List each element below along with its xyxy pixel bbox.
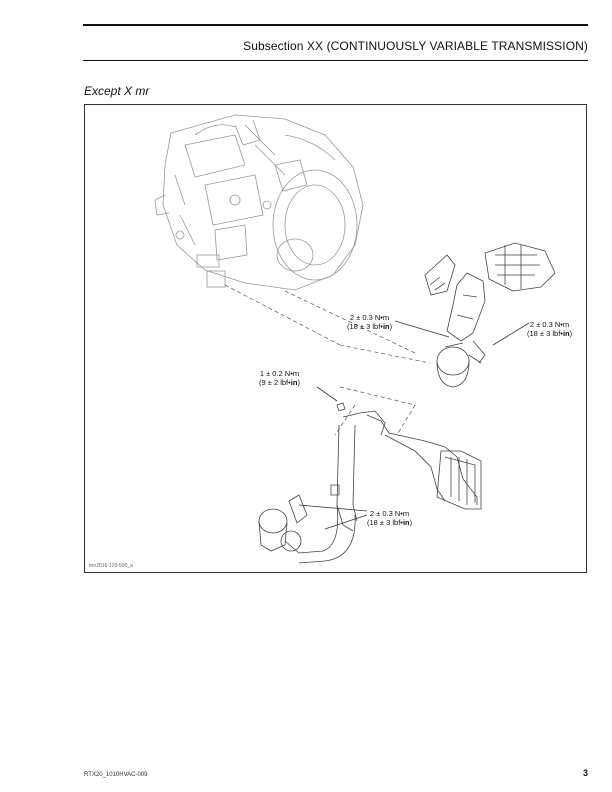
header-rule-top [83, 24, 588, 26]
page-header-title: Subsection XX (CONTINUOUSLY VARIABLE TRA… [243, 39, 588, 53]
torque-spec-upper-left: 2 ± 0.3 N•m (18 ± 3 lbf•in) [347, 313, 393, 331]
torque-spec-middle: 1 ± 0.2 N•m (9 ± 2 lbf•in) [259, 369, 300, 387]
page-number: 3 [582, 768, 588, 778]
figure-frame: 2 ± 0.3 N•m (18 ± 3 lbf•in) 2 ± 0.3 N•m … [84, 104, 587, 573]
header-rule-bottom [83, 60, 588, 61]
cvt-air-duct-exploded-illustration [154, 114, 556, 564]
torque-spec-lower: 2 ± 0.3 N•m (18 ± 3 lbf•in) [367, 509, 413, 527]
engine-assembly-drawing [154, 114, 364, 291]
figure-caption: Except X mr [84, 84, 150, 98]
torque-spec-upper-right: 2 ± 0.3 N•m (18 ± 3 lbf•in) [527, 320, 573, 338]
upper-duct-parts [424, 242, 556, 388]
figure-id: tmr2016-120-500_a [89, 563, 133, 569]
footer-doc-code: RTX20_1010HVAC-009 [84, 772, 148, 778]
lower-duct-parts [258, 402, 482, 564]
